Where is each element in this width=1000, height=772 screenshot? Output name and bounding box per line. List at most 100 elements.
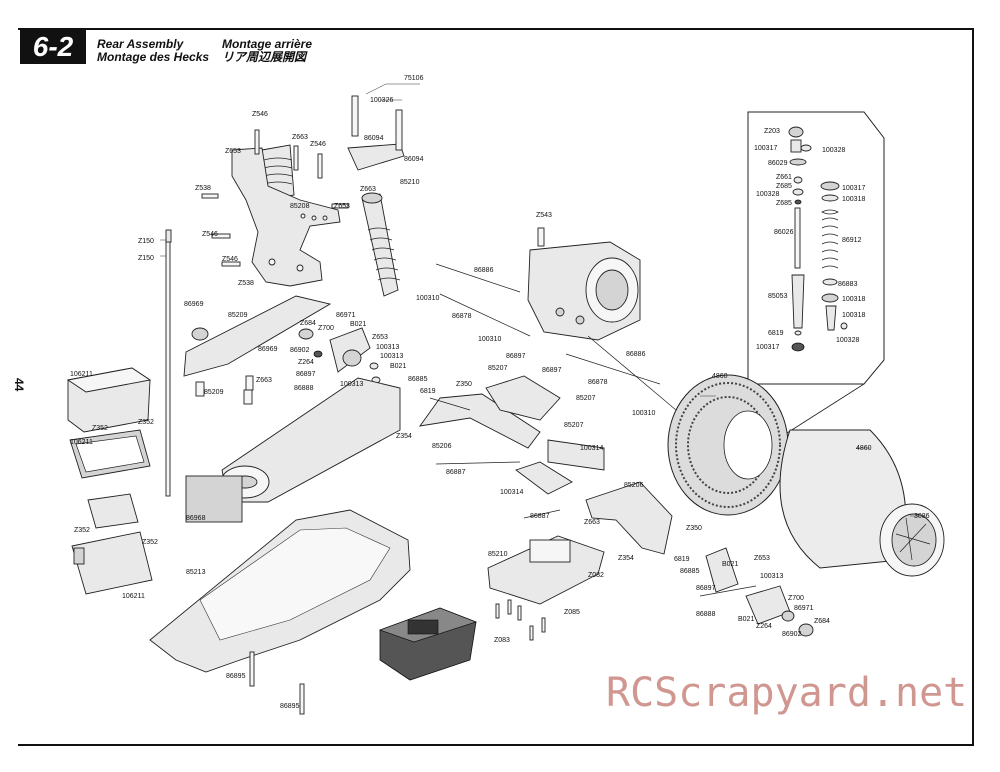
part-label: Z661: [776, 174, 792, 181]
title-french: Montage arrière: [222, 37, 313, 51]
part-label: 86885: [680, 568, 700, 575]
part-label: Z354: [396, 433, 412, 440]
part-label: Z653: [754, 555, 770, 562]
part-label: B021: [722, 561, 738, 568]
part-label: 86902: [290, 347, 310, 354]
receiver-box: [66, 367, 153, 595]
part-label: 86887: [446, 469, 466, 476]
part-label: Z264: [756, 623, 772, 630]
part-label: 100313: [380, 353, 403, 360]
part-label: 86026: [774, 229, 794, 236]
part-label: 85213: [186, 569, 206, 576]
part-label: Z264: [298, 359, 314, 366]
part-label: Z700: [788, 595, 804, 602]
part-label: 86968: [186, 515, 206, 522]
part-label: 100317: [756, 344, 779, 351]
part-label: 100318: [842, 196, 865, 203]
wing-mount-plate: [183, 295, 332, 405]
part-label: 85207: [576, 395, 596, 402]
part-label: 6819: [674, 556, 690, 563]
drive-shafts: [435, 263, 757, 597]
part-label: 75106: [404, 75, 424, 82]
page-border-bottom: [18, 744, 974, 746]
part-label: 100328: [836, 337, 859, 344]
part-label: 85210: [488, 551, 508, 558]
part-label: Z203: [764, 128, 780, 135]
part-label: 100310: [478, 336, 501, 343]
part-label: 86897: [542, 367, 562, 374]
part-label: Z684: [814, 618, 830, 625]
rear-wheel: [879, 503, 945, 577]
part-label: Z538: [238, 280, 254, 287]
part-label: Z085: [564, 609, 580, 616]
leader-lines: [160, 83, 920, 517]
part-label: 86912: [842, 237, 862, 244]
part-label: 86888: [294, 385, 314, 392]
upper-hub-carrier-center: [485, 375, 561, 421]
part-label: 100313: [376, 344, 399, 351]
part-label: B021: [390, 363, 406, 370]
title-japanese: リア周辺展開図: [222, 50, 307, 64]
part-labels: Z546 Z663 Z546 Z653 Z538 85208 Z653 Z663…: [70, 75, 930, 710]
rear-shock-tower: [231, 147, 341, 287]
part-label: 86886: [626, 351, 646, 358]
part-label: 85053: [768, 293, 788, 300]
part-label: Z083: [494, 637, 510, 644]
part-label: 85207: [488, 365, 508, 372]
part-label: 86895: [280, 703, 300, 710]
part-label: 6819: [768, 330, 784, 337]
part-label: 100326: [370, 97, 393, 104]
part-label: 100310: [416, 295, 439, 302]
part-label: 86902: [782, 631, 802, 638]
part-label: Z653: [225, 148, 241, 155]
part-label: 3086: [914, 513, 930, 520]
part-label: 106211: [70, 371, 93, 378]
part-label: Z352: [138, 419, 154, 426]
part-label: 100317: [754, 145, 777, 152]
part-label: Z082: [588, 572, 604, 579]
lower-suspension-arm-right: [585, 481, 673, 555]
title-english-german: Rear Assembly Montage des Hecks: [97, 38, 209, 64]
part-label: B021: [350, 321, 366, 328]
bottom-screws: [495, 599, 546, 641]
part-label: Z685: [776, 183, 792, 190]
part-label: 4860: [856, 445, 872, 452]
part-label: 100318: [842, 296, 865, 303]
part-label: Z663: [584, 519, 600, 526]
tower-screws: [201, 129, 349, 267]
part-label: 100317: [842, 185, 865, 192]
part-label: 86878: [452, 313, 472, 320]
section-number-badge: 6-2: [20, 30, 86, 64]
part-label: 100313: [340, 381, 363, 388]
watermark-text: RCScrapyard.net: [606, 670, 968, 716]
part-label: Z546: [202, 231, 218, 238]
part-label: B021: [738, 616, 754, 623]
rear-tire: [667, 374, 789, 516]
part-label: Z352: [74, 527, 90, 534]
rear-hub-right: [705, 547, 814, 637]
antenna-tube: [165, 239, 171, 497]
part-label: 86887: [530, 513, 550, 520]
battery-tube: [220, 377, 401, 503]
part-label: 86897: [506, 353, 526, 360]
rear-gearbox: [527, 227, 641, 341]
title-german: Montage des Hecks: [97, 50, 210, 64]
part-label: Z352: [92, 425, 108, 432]
part-label: Z663: [292, 134, 308, 141]
part-label: Z700: [318, 325, 334, 332]
part-label: 106211: [70, 439, 93, 446]
part-label: Z684: [300, 320, 316, 327]
part-label: 86888: [696, 611, 716, 618]
part-label: Z546: [252, 111, 268, 118]
part-label: 86895: [226, 673, 246, 680]
part-label: Z546: [222, 256, 238, 263]
part-label: 6819: [420, 388, 436, 395]
part-label: 4860: [712, 373, 728, 380]
title-french-japanese: Montage arrière リア周辺展開図: [222, 38, 312, 64]
part-label: Z653: [372, 334, 388, 341]
part-label: 100313: [760, 573, 783, 580]
part-label: 85207: [564, 422, 584, 429]
part-label: Z350: [686, 525, 702, 532]
part-label: Z663: [256, 377, 272, 384]
part-label: 86969: [258, 346, 278, 353]
